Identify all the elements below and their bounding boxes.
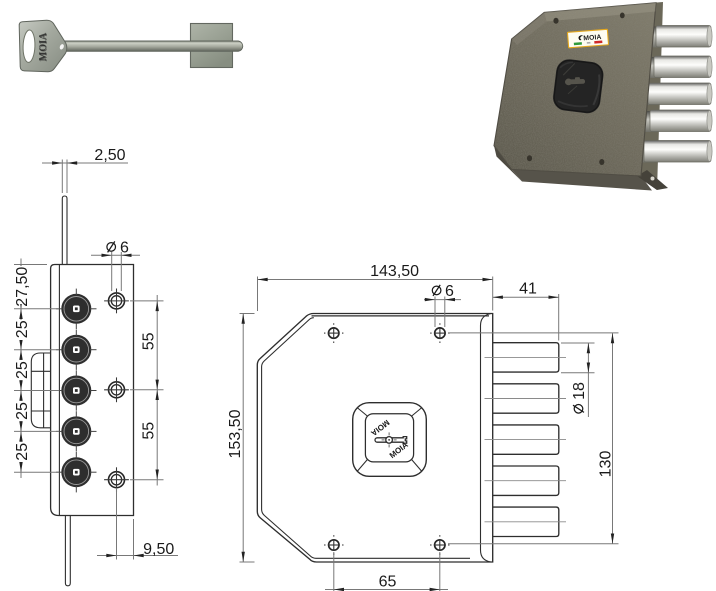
- svg-text:55: 55: [140, 332, 157, 350]
- svg-text:25: 25: [14, 443, 31, 461]
- svg-text:65: 65: [379, 574, 397, 591]
- svg-text:25: 25: [14, 402, 31, 420]
- svg-text:18: 18: [571, 382, 588, 400]
- svg-text:MOIA: MOIA: [583, 34, 602, 42]
- svg-text:25: 25: [14, 320, 31, 338]
- svg-text:6: 6: [445, 283, 454, 300]
- svg-text:25: 25: [14, 361, 31, 379]
- svg-text:55: 55: [140, 422, 157, 440]
- svg-text:41: 41: [519, 281, 537, 298]
- svg-text:2,50: 2,50: [94, 147, 125, 164]
- svg-text:MOIA: MOIA: [38, 32, 49, 61]
- svg-text:6: 6: [120, 240, 129, 257]
- svg-text:143,50: 143,50: [370, 263, 419, 280]
- svg-text:27,50: 27,50: [14, 267, 31, 307]
- svg-text:MOIA: MOIA: [39, 32, 50, 61]
- svg-text:130: 130: [598, 451, 615, 478]
- svg-text:9,50: 9,50: [143, 541, 174, 558]
- svg-text:153,50: 153,50: [227, 409, 244, 458]
